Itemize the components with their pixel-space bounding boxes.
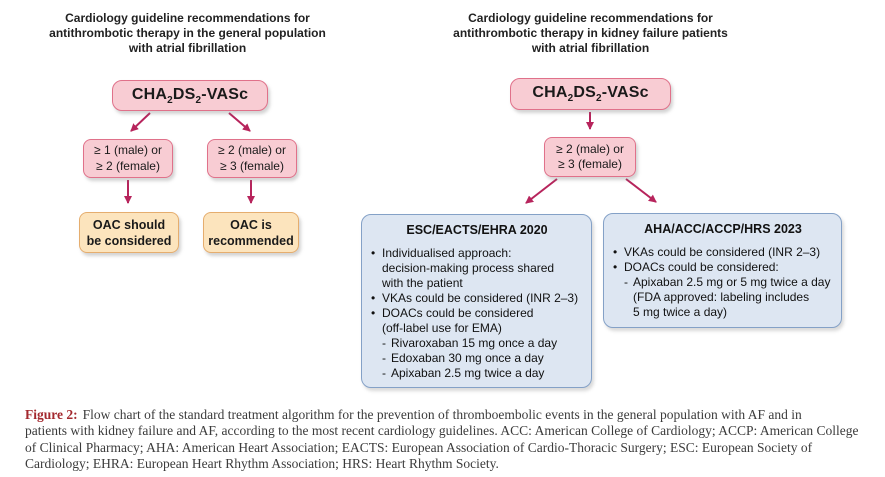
left-branch-score-low: ≥ 1 (male) or ≥ 2 (female): [83, 139, 173, 178]
right-branch-score: ≥ 2 (male) or ≥ 3 (female): [544, 137, 636, 177]
left-chart-title: Cardiology guideline recommendations for…: [49, 11, 326, 55]
cha2ds2-vasc-label: CHA2DS2-VASc: [532, 84, 649, 104]
right-chart-title: Cardiology guideline recommendations for…: [453, 11, 728, 55]
list-item: •DOACs could be considered:: [613, 260, 779, 274]
left-root-box-cha2ds2-vasc: CHA2DS2-VASc: [112, 80, 268, 111]
arrow-left-root-to-branch-b: [228, 112, 251, 132]
right-root-box-cha2ds2-vasc: CHA2DS2-VASc: [510, 78, 671, 110]
esc-box-title: ESC/EACTS/EHRA 2020: [406, 223, 548, 237]
outcome-oac-recommended: OAC is recommended: [203, 212, 299, 253]
list-item: •VKAs could be considered (INR 2–3): [371, 291, 579, 305]
cha2ds2-vasc-label: CHA2DS2-VASc: [131, 85, 249, 106]
arrow-right-branch-to-aha: [625, 178, 657, 203]
list-item: •DOACs could be considered (off-label us…: [371, 306, 534, 335]
aha-box-title: AHA/ACC/ACCP/HRS 2023: [644, 222, 802, 236]
figure-caption-text: Flow chart of the standard treatment alg…: [25, 407, 859, 472]
list-subitem: -Edoxaban 30 mg once a day: [382, 351, 544, 365]
list-subitem: -Apixaban 2.5 mg twice a day: [382, 366, 545, 380]
list-subitem: -Rivaroxaban 15 mg once a day: [382, 336, 558, 350]
list-item: •Individualised approach: decision-makin…: [371, 246, 555, 290]
outcome-oac-considered: OAC should be considered: [79, 212, 179, 253]
esc-eacts-ehra-2020-box: ESC/EACTS/EHRA 2020 •Individualised appr…: [361, 214, 592, 388]
aha-acc-accp-hrs-2023-box: AHA/ACC/ACCP/HRS 2023 •VKAs could be con…: [603, 213, 842, 328]
arrow-left-root-to-branch-a: [130, 112, 151, 132]
list-item: •VKAs could be considered (INR 2–3): [613, 245, 821, 259]
arrow-right-branch-to-esc: [525, 178, 558, 204]
left-branch-score-high: ≥ 2 (male) or ≥ 3 (female): [207, 139, 297, 178]
figure-caption: Figure 2:Flow chart of the standard trea…: [25, 407, 873, 473]
list-subitem: -Apixaban 2.5 mg or 5 mg twice a day (FD…: [624, 275, 831, 319]
figure-caption-label: Figure 2:: [25, 407, 78, 422]
